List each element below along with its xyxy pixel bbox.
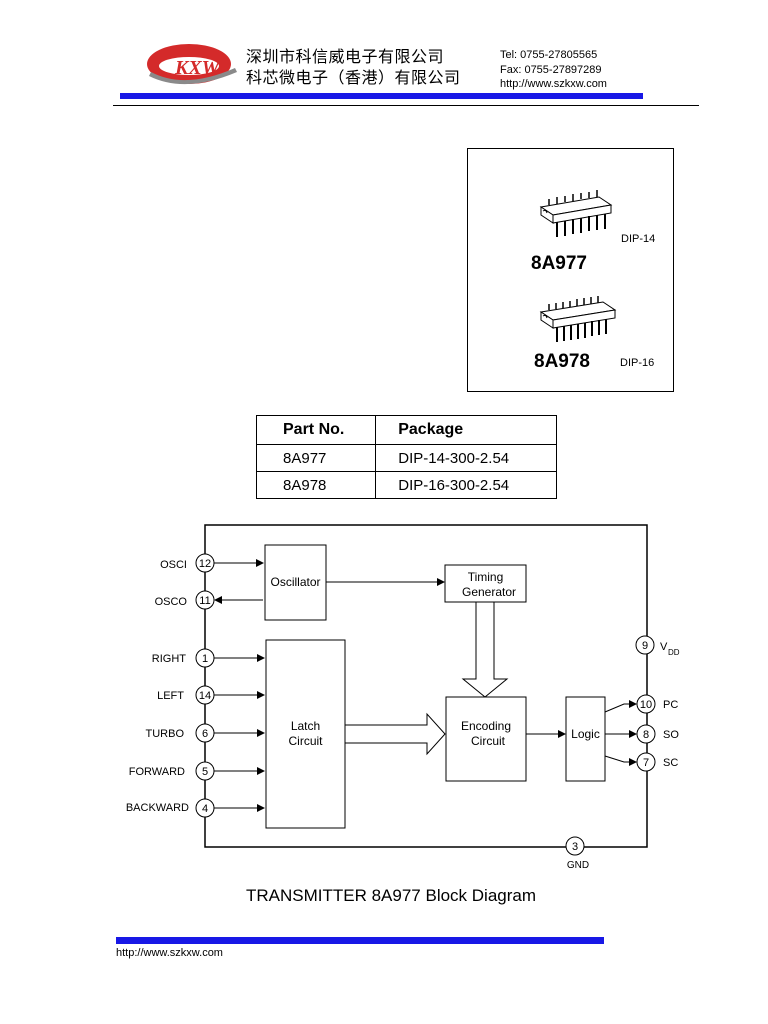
pin-number: 12 — [199, 558, 211, 570]
latch-label-line1: Latch — [291, 719, 320, 733]
pin-backward: BACKWARD 4 — [126, 798, 265, 818]
dip14-chip-icon — [539, 190, 613, 237]
package-label-dip16: DIP-16 — [620, 357, 655, 369]
package-label-dip14: DIP-14 — [621, 233, 656, 245]
logo-text: KXW — [174, 57, 221, 79]
pin-number: 8 — [643, 729, 649, 741]
company-logo: KXW — [147, 44, 237, 85]
header-blue-bar — [120, 93, 643, 99]
pin-number: 4 — [202, 803, 208, 815]
latch-circuit-block — [265, 639, 346, 829]
encoding-circuit-block — [445, 696, 527, 782]
header-package: Package — [375, 415, 557, 445]
pin-number: 14 — [199, 690, 211, 702]
pin-number: 9 — [642, 640, 648, 652]
table-row: 8A977 DIP-14-300-2.54 — [255, 444, 557, 472]
table-header-row: Part No. Package — [255, 415, 557, 445]
contact-fax: Fax: 0755-27897289 — [500, 64, 602, 76]
encoding-label-line2: Circuit — [471, 734, 506, 748]
pin-pc: 10 PC — [636, 694, 678, 714]
pin-osco: OSCO 11 — [155, 590, 263, 610]
oscillator-label: Oscillator — [270, 575, 320, 589]
latch-to-encoding-arrow — [344, 712, 446, 756]
cell-package: DIP-16-300-2.54 — [375, 471, 557, 499]
oscillator-block — [264, 544, 327, 621]
pin-forward: FORWARD 5 — [129, 761, 265, 781]
pin-name: OSCI — [160, 559, 187, 571]
cell-package: DIP-14-300-2.54 — [375, 444, 557, 472]
pin-right: RIGHT 1 — [152, 648, 265, 668]
cell-part-no: 8A978 — [255, 471, 377, 499]
pin-number: 11 — [199, 595, 210, 607]
pin-number: 1 — [202, 653, 208, 665]
pin-number: 5 — [202, 766, 208, 778]
pin-name: BACKWARD — [126, 802, 189, 814]
pin-sc: 7 SC — [636, 752, 678, 772]
table-row: 8A978 DIP-16-300-2.54 — [255, 471, 557, 499]
footer-blue-bar — [116, 937, 604, 944]
part-label-8a977: 8A977 — [531, 253, 587, 274]
timing-generator-block — [444, 564, 527, 603]
pin-number: 10 — [640, 699, 652, 711]
pin-number: 7 — [643, 757, 649, 769]
header-rule — [113, 105, 699, 106]
logic-label: Logic — [571, 727, 600, 741]
pin-left: LEFT 14 — [157, 685, 265, 705]
pin-osci: OSCI 12 — [160, 553, 264, 573]
dip16-chip-icon — [539, 296, 617, 342]
diagram-caption: TRANSMITTER 8A977 Block Diagram — [246, 886, 537, 905]
timing-label-line2: Generator — [462, 585, 516, 599]
pin-name: LEFT — [157, 690, 184, 702]
header-part-no: Part No. — [255, 415, 377, 445]
pin-vdd: 9 V DD — [635, 635, 680, 657]
pin-turbo: TURBO 6 — [146, 723, 265, 743]
package-box — [467, 148, 674, 392]
latch-label-line2: Circuit — [288, 734, 323, 748]
pin-name: SC — [663, 757, 678, 769]
cell-part-no: 8A977 — [255, 444, 377, 472]
pin-name: RIGHT — [152, 653, 187, 665]
pin-name: TURBO — [146, 728, 185, 740]
pin-name: V — [660, 641, 668, 653]
pin-so: 8 SO — [636, 724, 679, 744]
contact-url[interactable]: http://www.szkxw.com — [500, 78, 607, 90]
pin-number: 3 — [572, 841, 578, 853]
company-name-hongkong: 科芯微电子（香港）有限公司 — [246, 68, 461, 87]
logic-block — [565, 696, 606, 782]
encoding-label-line1: Encoding — [461, 719, 511, 733]
pin-name-subscript: DD — [668, 648, 680, 657]
pin-name: FORWARD — [129, 766, 185, 778]
parts-table: Part No. Package 8A977 DIP-14-300-2.54 8… — [255, 415, 557, 499]
pin-gnd: 3 GND — [565, 836, 589, 871]
pin-name: OSCO — [155, 596, 188, 608]
contact-tel: Tel: 0755-27805565 — [500, 49, 598, 61]
company-name-shenzhen: 深圳市科信威电子有限公司 — [246, 47, 445, 66]
footer-url[interactable]: http://www.szkxw.com — [116, 947, 223, 959]
pin-name: PC — [663, 699, 678, 711]
timing-to-encoding-arrow — [461, 601, 509, 698]
part-label-8a978: 8A978 — [534, 351, 590, 372]
timing-label-line1: Timing — [468, 570, 504, 584]
pin-name: SO — [663, 729, 679, 741]
pin-number: 6 — [202, 728, 208, 740]
pin-name: GND — [567, 860, 589, 871]
